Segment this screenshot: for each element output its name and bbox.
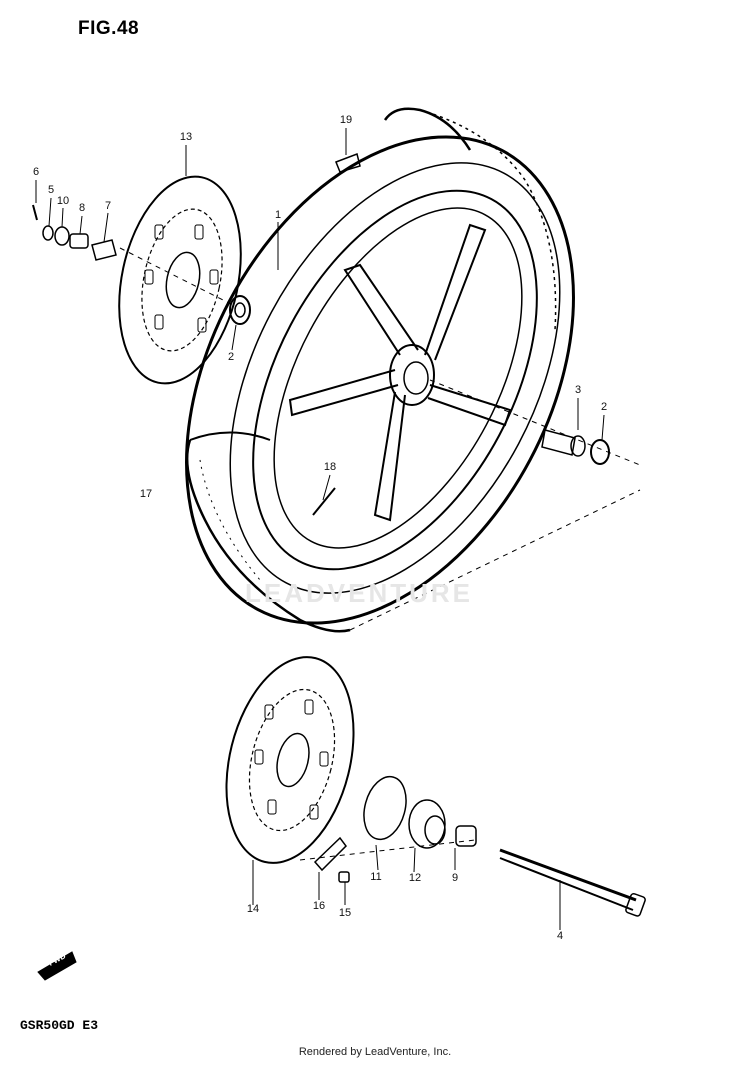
callout-16: 16: [312, 900, 326, 912]
callout-1: 1: [274, 209, 282, 221]
callout-8: 8: [78, 202, 86, 214]
callout-5: 5: [47, 184, 55, 196]
callout-19: 19: [339, 114, 353, 126]
callout-7: 7: [104, 200, 112, 212]
callout-9: 9: [451, 872, 459, 884]
figure-title: FIG.48: [78, 18, 140, 39]
brake-disc-upper: [118, 175, 242, 385]
callout-14: 14: [246, 903, 260, 915]
callout-2-right: 2: [600, 401, 608, 413]
watermark: LEADVENTURE: [245, 578, 474, 608]
fwd-arrow-icon: [37, 951, 77, 981]
assembly-lines: [119, 247, 641, 861]
model-code: GSR50GD E3: [20, 1018, 99, 1033]
callout-10: 10: [56, 195, 70, 207]
callout-12: 12: [408, 872, 422, 884]
callout-2-left: 2: [227, 351, 235, 363]
tire: [185, 107, 575, 633]
callout-18: 18: [323, 461, 337, 473]
callout-3: 3: [574, 384, 582, 396]
leader-lines: [35, 128, 605, 930]
callout-6: 6: [32, 166, 40, 178]
callout-4: 4: [556, 930, 564, 942]
brake-disc-lower: [225, 656, 355, 864]
callout-15: 15: [338, 907, 352, 919]
wheel-rim: [252, 189, 538, 571]
footer-credit: Rendered by LeadVenture, Inc.: [298, 1046, 452, 1058]
callout-11: 11: [370, 871, 382, 883]
callout-13: 13: [179, 131, 193, 143]
callout-17: 17: [139, 488, 153, 500]
